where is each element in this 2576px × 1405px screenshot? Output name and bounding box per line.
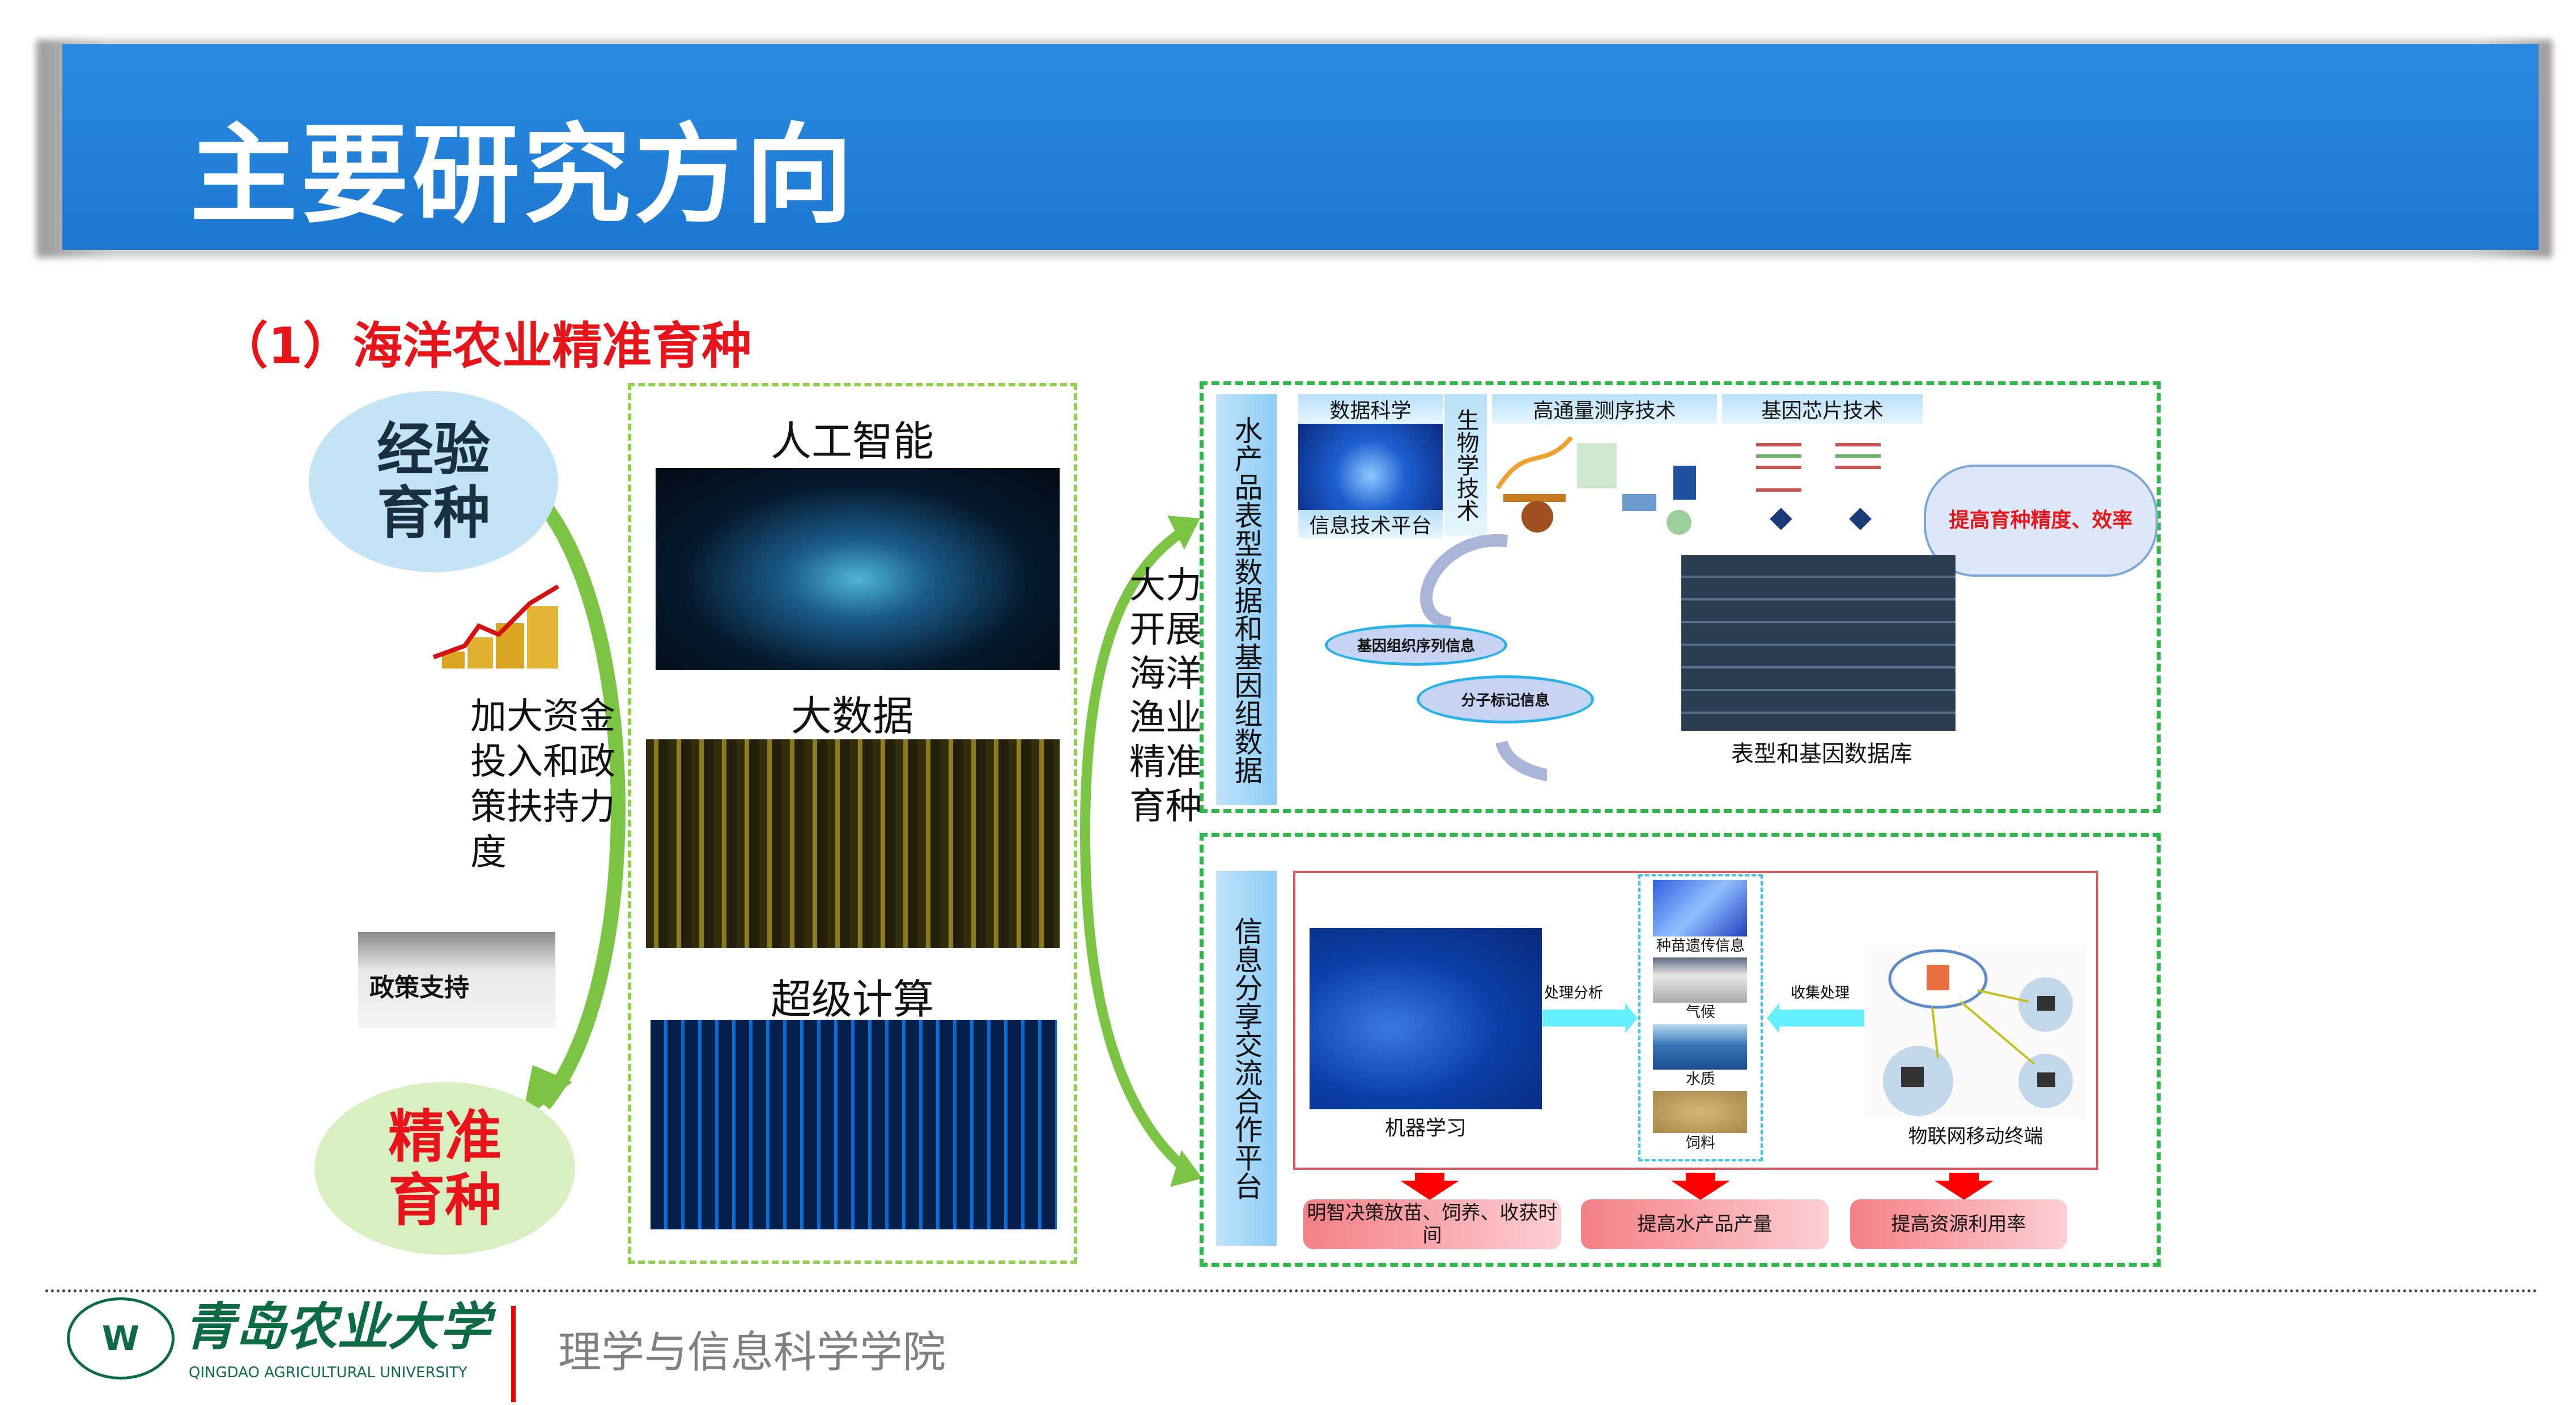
info-platform-label: 信息技术平台 (1298, 510, 1443, 538)
university-name-cn: 青岛农业大学 (184, 1297, 490, 1357)
gene-chip-diagram (1756, 443, 1881, 530)
ai-label: 人工智能 (770, 418, 934, 465)
feed-caption: 饲料 (1685, 1135, 1715, 1152)
college-name: 理学与信息科学学院 (558, 1327, 946, 1377)
red-down-arrow-3 (1935, 1181, 1993, 1200)
page-title: 主要研究方向 (190, 113, 857, 238)
machine-learning-image (1310, 928, 1542, 1109)
policy-image-text: 政策支持 (369, 973, 469, 1002)
climate-caption: 气候 (1685, 1004, 1715, 1021)
funding-text: 加大资金投入和政策扶持力度 (470, 696, 615, 874)
flow-curve-arrows (1420, 534, 1547, 782)
big-data-image (646, 739, 1060, 948)
water-caption: 水质 (1685, 1071, 1715, 1088)
connector-text: 大力开展海洋渔业精准育种 (1129, 565, 1202, 828)
footer-divider (45, 1289, 2539, 1292)
big-data-label: 大数据 (790, 692, 913, 740)
database-image (1681, 555, 1956, 731)
precision-line-2: 育种 (388, 1166, 501, 1233)
university-seal-logo: W (67, 1297, 175, 1380)
biotech-label: 生物学技术 (1444, 394, 1487, 536)
process-frame (1293, 871, 2098, 1170)
data-science-header: 数据科学 (1298, 394, 1443, 424)
left-arrow (1779, 1010, 1864, 1027)
supercomputing-image (651, 1020, 1057, 1229)
iot-label: 物联网移动终端 (1908, 1125, 2043, 1148)
iot-network-diagram (1864, 945, 2087, 1118)
university-name-en: QINGDAO AGRICULTURAL UNIVERSITY (189, 1364, 467, 1381)
gene-sequence-info-oval: 基因组织序列信息 (1325, 624, 1507, 666)
collect-process-label: 收集处理 (1791, 985, 1850, 1002)
red-down-arrow-1 (1400, 1181, 1459, 1200)
climate-thumbnail (1653, 957, 1747, 1003)
red-arrow-stem-1 (1415, 1173, 1444, 1181)
precision-breeding-ellipse: 精准育种 (314, 1082, 575, 1255)
footer-red-separator (511, 1306, 516, 1402)
right-arrow-head (1625, 1003, 1638, 1033)
outcome-yield: 提高水产品产量 (1581, 1199, 1829, 1249)
policy-support-image: 政策支持 (358, 932, 555, 1028)
molecular-marker-oval: 分子标记信息 (1417, 675, 1594, 723)
cloud-text: 提高育种精度、效率 (1949, 509, 2133, 532)
info-sharing-side-label: 信息分享交流合作平台 (1216, 871, 1277, 1246)
outcome-decision: 明智决策放苗、饲养、收获时间 (1303, 1199, 1561, 1249)
header-banner (62, 44, 2539, 250)
data-source-box (1638, 874, 1763, 1161)
technology-box (628, 383, 1077, 1264)
info-sharing-panel (1200, 833, 2161, 1267)
right-arrow (1542, 1010, 1627, 1027)
section-subtitle: （1）海洋农业精准育种 (218, 317, 752, 375)
ai-image (656, 468, 1060, 670)
genomic-data-panel (1200, 381, 2161, 813)
gene-chip-header: 基因芯片技术 (1722, 394, 1923, 424)
database-label: 表型和基因数据库 (1731, 741, 1912, 767)
experience-breeding-ellipse: 经验育种 (309, 391, 558, 572)
red-down-arrow-2 (1671, 1181, 1730, 1200)
sequencing-header: 高通量测序技术 (1492, 394, 1717, 424)
coins-growth-image (432, 584, 560, 669)
genetics-caption: 种苗遗传信息 (1656, 938, 1745, 955)
genomic-side-label: 水产品表型数据和基因组数据 (1216, 394, 1277, 805)
red-arrow-stem-2 (1686, 1173, 1715, 1181)
left-arrow-head (1767, 1003, 1779, 1033)
thought-cloud: 提高育种精度、效率 (1924, 465, 2158, 577)
experience-line-1: 经验 (377, 416, 490, 483)
supercomputing-label: 超级计算 (770, 976, 934, 1023)
feed-thumbnail (1653, 1091, 1747, 1133)
sequencing-diagram (1495, 436, 1696, 535)
process-analyze-label: 处理分析 (1544, 985, 1604, 1002)
experience-line-2: 育种 (377, 480, 490, 546)
water-thumbnail (1653, 1024, 1747, 1070)
outcome-resource: 提高资源利用率 (1850, 1199, 2067, 1249)
machine-learning-label: 机器学习 (1384, 1117, 1466, 1140)
data-science-image (1298, 424, 1443, 510)
genetics-thumbnail (1653, 880, 1747, 936)
red-arrow-stem-3 (1949, 1173, 1979, 1181)
precision-line-1: 精准 (388, 1103, 501, 1170)
branch-arrows (1080, 516, 1202, 1187)
